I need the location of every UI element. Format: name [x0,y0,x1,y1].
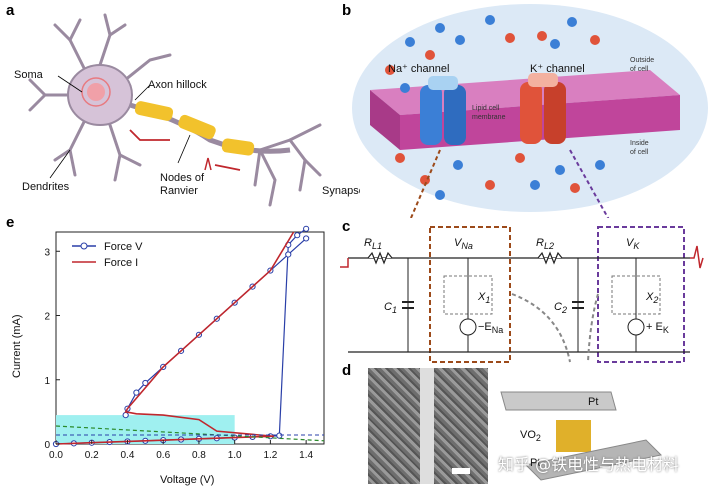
c2-sub: 2 [561,305,567,315]
inside-label-2: of cell [630,149,649,156]
y-tick-label: 2 [44,312,50,323]
svg-text:Force I: Force I [104,257,138,269]
outside-label-2: of cell [630,66,649,73]
y-tick-label: 3 [44,247,50,258]
watermark: 知乎 @铁电性与热电材料 [498,451,679,475]
svg-text:RL2: RL2 [536,237,554,251]
nodes-label-1: Nodes of [160,172,205,184]
dendrites-label: Dendrites [22,181,70,193]
data-point [295,233,300,238]
vk-sub: K [633,241,640,251]
x-tick-label: 0.0 [49,450,63,461]
vna-sub: Na [461,241,473,251]
data-point [286,252,291,257]
rl2-label: R [536,237,544,249]
data-point [277,433,282,438]
pt-top-label: Pt [588,396,598,408]
rl2-sub: L2 [544,241,554,251]
svg-text:C2: C2 [554,301,567,315]
rl1-sub: L1 [372,241,382,251]
x1-sub: 1 [485,295,490,305]
x-tick-label: 1.2 [263,450,277,461]
rl1-label: R [364,237,372,249]
x-tick-label: 0.2 [85,450,99,461]
x-tick-label: 1.0 [228,450,242,461]
legend-force-v: Force V [104,241,143,253]
svg-text:VNa: VNa [454,237,473,251]
svg-text:+ EK: + EK [646,321,669,335]
c1-sub: 1 [392,305,397,315]
ek-sub: K [663,325,669,335]
iv-chart: 0.0 0.2 0.4 0.6 0.8 1.0 1.2 1.4 0 1 2 3 Voltage (V… [0,218,340,489]
c2-label: C [554,301,562,313]
lipid-label-1: Lipid cell [472,105,500,112]
na-channel-label: Na⁺ channel [388,63,449,75]
svg-text:C1: C1 [384,301,397,315]
data-point [134,390,139,395]
scale-bar [452,468,470,474]
svg-text:Force V: Force V [104,241,143,253]
x2-sub: 2 [652,295,658,305]
data-point [304,226,309,231]
vo2-label: VO [520,429,536,441]
legend-force-i: Force I [104,257,138,269]
x-axis-label: Voltage (V) [160,474,214,486]
svg-text:Pt: Pt [588,396,598,408]
sem-channel [420,368,434,484]
data-point [304,236,309,241]
nodes-label-2: Ranvier [160,185,198,197]
y-axis-label: Current (mA) [11,314,23,378]
soma-label: Soma [14,69,44,81]
svg-text:RL1: RL1 [364,237,382,251]
outside-label-1: Outside [630,57,654,64]
c1-label: C [384,301,392,313]
y-tick-label: 0 [44,440,50,451]
ena-label: −E [478,321,492,333]
svg-text:−ENa: −ENa [478,321,503,335]
membrane-illustration: Na⁺ channel K⁺ channel Outside of cell I… [330,0,712,218]
sem-image [368,368,488,484]
x-tick-label: 0.8 [192,450,206,461]
axon-hillock-label: Axon hillock [148,79,207,91]
k-channel-label: K⁺ channel [530,63,585,75]
lipid-label-2: membrane [472,114,506,121]
vo2-sub: 2 [536,433,541,443]
x-tick-label: 0.4 [121,450,135,461]
neuron-illustration: Soma Axon hillock Dendrites Nodes of Ran… [0,0,360,220]
circuit-diagram: RL1 RL2 VNa VK C1 C2 X1 X2 −ENa + EK [340,222,712,367]
x-tick-label: 1.4 [299,450,313,461]
y-tick-label: 1 [44,376,50,387]
data-point [123,412,128,417]
inside-label-1: Inside [630,140,649,147]
svg-text:VK: VK [626,237,640,251]
x-tick-label: 0.6 [156,450,170,461]
svg-text:VO2: VO2 [520,429,541,443]
ena-sub: Na [492,325,504,335]
ek-label: + E [646,321,663,333]
